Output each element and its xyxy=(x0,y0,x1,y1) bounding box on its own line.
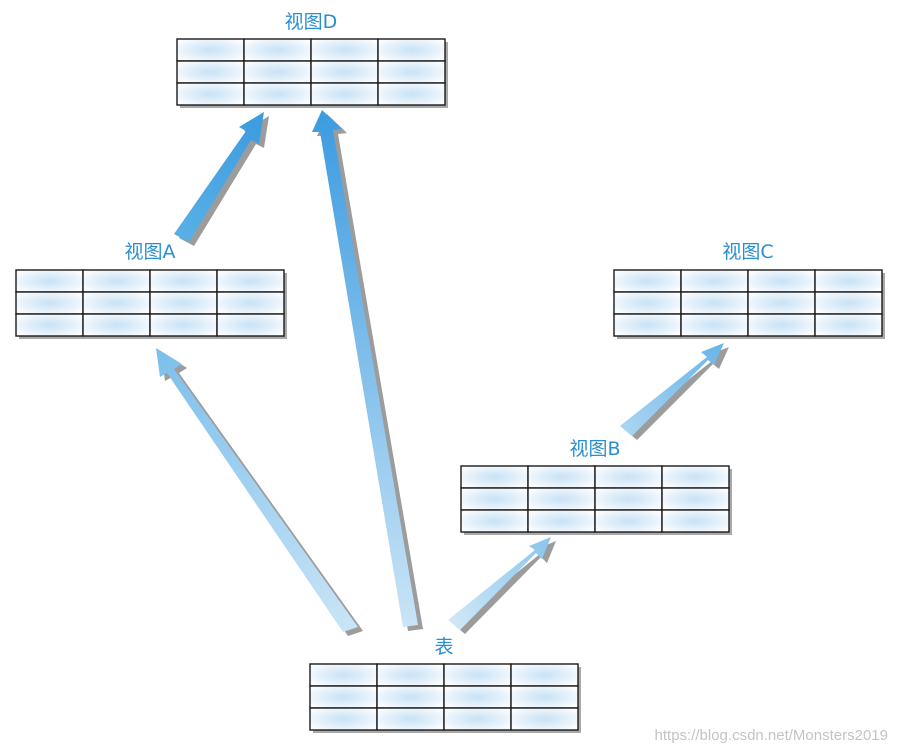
grid-cell xyxy=(176,38,245,62)
table-label: 表 xyxy=(434,636,453,658)
arrow-table-to-view-b xyxy=(448,537,556,634)
grid-cell xyxy=(376,663,445,687)
view-a-grid xyxy=(15,269,287,339)
view-b-label: 视图B xyxy=(569,438,620,460)
grid-cell xyxy=(680,269,749,293)
labels-layer: 视图D 视图A 视图C 视图B 表 xyxy=(125,11,774,658)
grid-cell xyxy=(176,60,245,84)
grid-cell xyxy=(216,313,285,337)
grid-cell xyxy=(149,313,218,337)
grid-cell xyxy=(460,487,529,511)
grid-cell xyxy=(310,38,379,62)
grid-cell xyxy=(377,82,446,106)
view-d-grid xyxy=(176,38,448,108)
grid-cell xyxy=(377,38,446,62)
grid-cell xyxy=(443,685,512,709)
grid-cell xyxy=(460,465,529,489)
arrow-table-to-view-d xyxy=(312,110,423,631)
grid-cell xyxy=(15,291,84,315)
grid-cell xyxy=(527,487,596,511)
grid-cell xyxy=(443,707,512,731)
grid-cell xyxy=(594,465,663,489)
grid-cell xyxy=(747,291,816,315)
grid-cell xyxy=(149,269,218,293)
grid-cell xyxy=(680,291,749,315)
grid-cell xyxy=(510,663,579,687)
grid-cell xyxy=(216,269,285,293)
grid-cell xyxy=(15,313,84,337)
table-grid xyxy=(309,663,581,733)
grid-cell xyxy=(243,82,312,106)
grid-cell xyxy=(216,291,285,315)
arrow-table-to-view-a xyxy=(156,348,363,636)
grid-cell xyxy=(309,707,378,731)
grid-cell xyxy=(309,663,378,687)
grid-cell xyxy=(594,509,663,533)
grid-cell xyxy=(747,269,816,293)
grid-cell xyxy=(814,291,883,315)
grid-cell xyxy=(243,38,312,62)
grid-cell xyxy=(661,465,730,489)
grid-cell xyxy=(82,313,151,337)
grid-cell xyxy=(310,82,379,106)
grid-cell xyxy=(814,313,883,337)
grid-cell xyxy=(527,509,596,533)
grid-cell xyxy=(747,313,816,337)
grid-cell xyxy=(661,487,730,511)
grid-cell xyxy=(661,509,730,533)
view-b-grid xyxy=(460,465,732,535)
grid-cell xyxy=(460,509,529,533)
grid-cell xyxy=(510,707,579,731)
grid-cell xyxy=(376,707,445,731)
grid-cell xyxy=(594,487,663,511)
grid-cell xyxy=(310,60,379,84)
grid-cell xyxy=(443,663,512,687)
grid-cell xyxy=(377,60,446,84)
arrow-view-b-to-view-c xyxy=(620,343,729,440)
grid-cell xyxy=(149,291,218,315)
grid-cell xyxy=(82,269,151,293)
grid-cell xyxy=(613,269,682,293)
grid-cell xyxy=(814,269,883,293)
view-c-grid xyxy=(613,269,885,339)
grid-cell xyxy=(176,82,245,106)
grid-cell xyxy=(680,313,749,337)
grid-cell xyxy=(243,60,312,84)
grid-cell xyxy=(527,465,596,489)
grids-layer xyxy=(15,38,885,733)
watermark: https://blog.csdn.net/Monsters2019 xyxy=(655,727,888,744)
grid-cell xyxy=(613,313,682,337)
view-a-label: 视图A xyxy=(125,241,176,263)
view-c-label: 视图C xyxy=(722,241,773,263)
grid-cell xyxy=(15,269,84,293)
arrows-layer xyxy=(156,110,729,636)
grid-cell xyxy=(82,291,151,315)
arrow-view-a-to-view-d xyxy=(174,112,269,246)
grid-cell xyxy=(376,685,445,709)
grid-cell xyxy=(613,291,682,315)
grid-cell xyxy=(510,685,579,709)
view-d-label: 视图D xyxy=(285,11,338,33)
grid-cell xyxy=(309,685,378,709)
